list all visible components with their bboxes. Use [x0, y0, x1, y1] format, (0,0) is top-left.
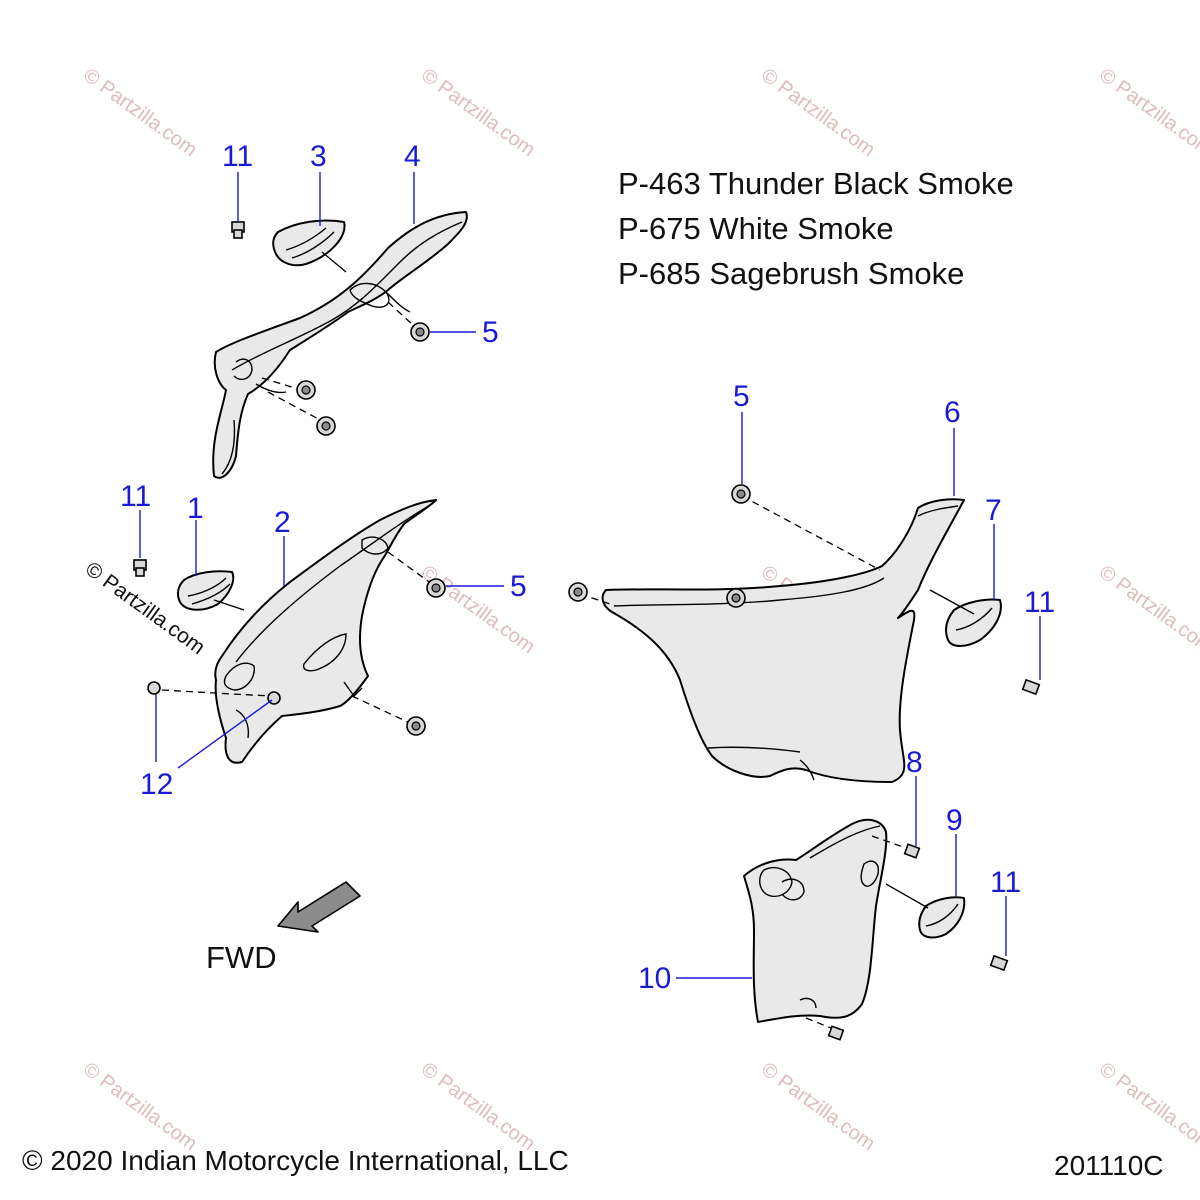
part-4-upper-side-cover: [212, 211, 468, 479]
part-10-lower-cover: [743, 818, 888, 1023]
watermark: © Partzilla.com: [417, 64, 539, 161]
lower-left-assembly: [133, 499, 446, 764]
callout-5: 5: [510, 570, 527, 603]
copyright-text: © 2020 Indian Motorcycle International, …: [22, 1145, 569, 1176]
grommet-5-right: [731, 484, 751, 504]
right-assembly: [568, 484, 1041, 783]
callout-11: 11: [1024, 586, 1055, 619]
callout-11: 11: [120, 480, 151, 513]
callout-leaders: [139, 172, 1041, 979]
callout-2: 2: [274, 506, 291, 539]
grommet-lower-left-b: [406, 716, 426, 736]
bolt-11-upper: [231, 221, 245, 239]
part-3-badge: [272, 219, 346, 267]
grommet-5-upper: [410, 322, 430, 342]
watermark: © Partzilla.com: [417, 1058, 539, 1155]
grommet-5-lower-left: [426, 578, 446, 598]
watermark: © Partzilla.com: [1095, 1058, 1200, 1155]
watermark: © Partzilla.com: [757, 1058, 879, 1155]
callout-5: 5: [482, 316, 499, 349]
grommet-upper-a: [296, 380, 316, 400]
paint-code-2: P-675 White Smoke: [618, 211, 894, 246]
watermark: © Partzilla.com: [1095, 561, 1200, 658]
callout-7: 7: [985, 494, 1002, 527]
watermark: © Partzilla.com: [1095, 64, 1200, 161]
callout-9: 9: [946, 804, 963, 837]
callout-5: 5: [733, 380, 750, 413]
callout-numbers: 11 3 4 5 11 1 2 5 12 5 6 7 11 8 9 11 10: [120, 140, 1055, 995]
paint-code-1: P-463 Thunder Black Smoke: [618, 166, 1014, 201]
lower-right-assembly: [743, 818, 1009, 1041]
nut-12-a: [147, 681, 161, 695]
screw-8: [903, 843, 921, 859]
diagram-number: 201110C: [1054, 1150, 1164, 1181]
callout-6: 6: [944, 396, 961, 429]
callout-4: 4: [404, 140, 421, 173]
bolt-11-right: [1021, 678, 1041, 696]
part-9-badge: [918, 896, 966, 939]
grommet-right-c: [726, 588, 746, 608]
watermark: © Partzilla.com: [79, 64, 201, 161]
forward-arrow-icon: [277, 881, 361, 933]
forward-label: FWD: [206, 940, 277, 975]
paint-code-3: P-685 Sagebrush Smoke: [618, 256, 964, 291]
part-2-side-cover: [214, 499, 437, 764]
callout-1: 1: [187, 492, 204, 525]
part-6-side-panel: [601, 498, 965, 783]
callout-12: 12: [140, 768, 173, 801]
grommet-right-b: [568, 582, 588, 602]
screw-lower-right: [827, 1025, 845, 1041]
forward-direction-indicator: FWD: [206, 881, 361, 975]
grommet-upper-b: [316, 416, 336, 436]
watermark: © Partzilla.com: [757, 64, 879, 161]
bolt-11-lower-right: [989, 954, 1009, 972]
bolt-11-lower-left: [133, 559, 147, 577]
callout-11: 11: [990, 866, 1021, 899]
callout-10: 10: [638, 962, 671, 995]
callout-3: 3: [310, 140, 327, 173]
paint-code-legend: P-463 Thunder Black Smoke P-675 White Sm…: [618, 166, 1014, 291]
callout-11: 11: [222, 140, 253, 173]
watermark: © Partzilla.com: [79, 1058, 201, 1155]
upper-left-assembly: [212, 211, 468, 479]
callout-8: 8: [906, 746, 923, 779]
